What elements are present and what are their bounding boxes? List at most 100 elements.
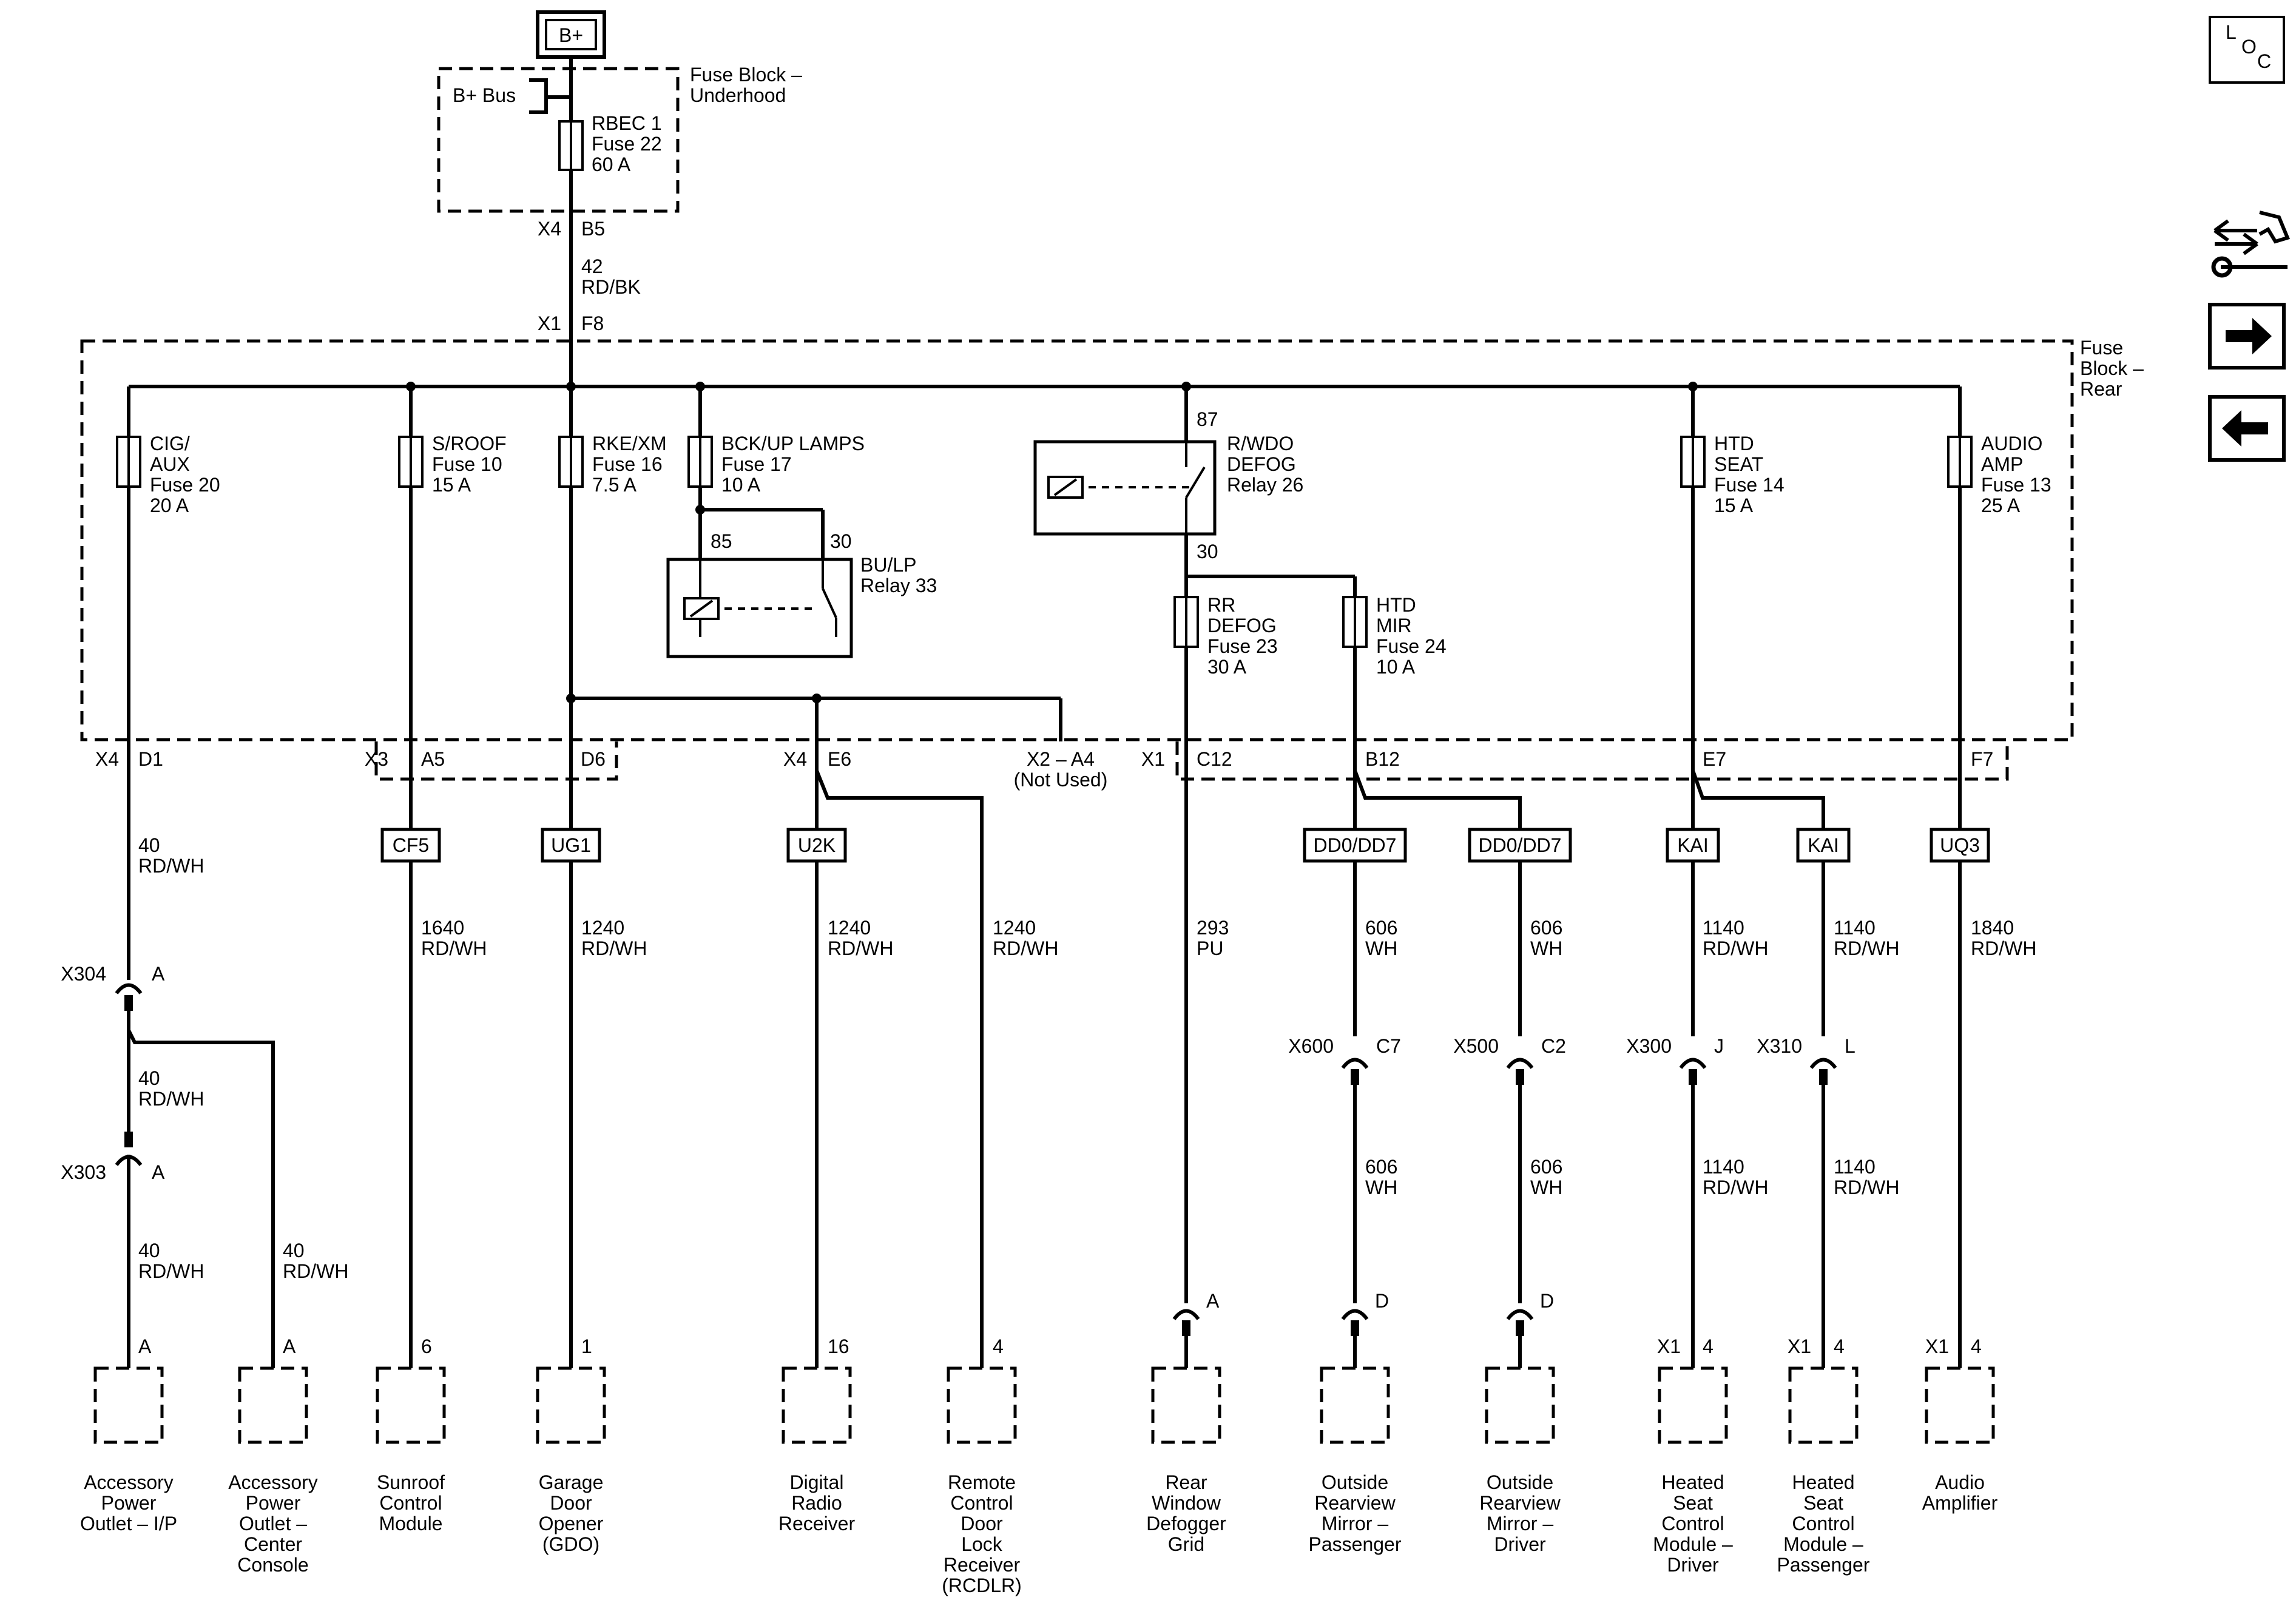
svg-text:16: 16 [828,1335,849,1357]
svg-text:1840: 1840 [1971,917,2014,939]
connector-x303: X303 A [61,1132,165,1183]
svg-text:Fuse 20: Fuse 20 [150,474,220,496]
svg-text:10 A: 10 A [721,474,761,496]
component-heated-seat-passenger: X1 4 Heated Seat Control Module – Passen… [1777,1335,1870,1576]
wire-label: RD/WH [138,1088,204,1110]
svg-text:1: 1 [581,1335,592,1357]
svg-text:4: 4 [1703,1335,1714,1357]
svg-text:X1: X1 [1657,1335,1681,1357]
svg-text:KAI: KAI [1808,834,1839,856]
svg-text:BCK/UP LAMPS: BCK/UP LAMPS [721,433,865,454]
component-mirror-driver: D Outside Rearview Mirror – Driver [1479,1290,1561,1555]
svg-text:Driver: Driver [1667,1554,1719,1576]
svg-text:UQ3: UQ3 [1940,834,1980,856]
svg-text:87: 87 [1197,408,1218,430]
svg-text:Console: Console [237,1554,308,1576]
svg-text:X303: X303 [61,1161,106,1183]
svg-text:1140: 1140 [1834,917,1876,939]
svg-text:Accessory: Accessory [84,1471,174,1493]
option-labels: CF5 UG1 U2K DD0/DD7 DD0/DD7 KAI KAI UQ3 [380,828,1990,863]
svg-text:Rear: Rear [1165,1471,1207,1493]
svg-text:Outside: Outside [1322,1471,1388,1493]
wire-label: 40 [138,834,160,856]
svg-text:Seat: Seat [1803,1492,1843,1514]
svg-text:AUDIO: AUDIO [1981,433,2042,454]
svg-text:AMP: AMP [1981,453,2023,475]
svg-text:Driver: Driver [1494,1533,1546,1555]
svg-text:AUX: AUX [150,453,190,475]
underhood-fuse-block-label: Fuse Block – Underhood [690,64,802,106]
svg-text:D1: D1 [138,748,163,770]
svg-text:Audio: Audio [1935,1471,1985,1493]
svg-text:X300: X300 [1626,1035,1672,1057]
svg-text:Power: Power [246,1492,301,1514]
pin-b5-label: B5 [581,218,605,240]
svg-text:L: L [1845,1035,1855,1057]
component-digital-radio-receiver: 16 Digital Radio Receiver [778,1335,856,1534]
svg-text:X1: X1 [1925,1335,1949,1357]
svg-text:Passenger: Passenger [1309,1533,1402,1555]
svg-text:B+ Bus: B+ Bus [453,84,516,106]
svg-text:X310: X310 [1757,1035,1802,1057]
svg-text:B12: B12 [1365,748,1400,770]
svg-text:Opener: Opener [539,1513,604,1534]
svg-text:10 A: 10 A [1376,656,1416,678]
svg-text:Accessory: Accessory [228,1471,318,1493]
svg-text:1240: 1240 [993,917,1036,939]
svg-text:30 A: 30 A [1207,656,1247,678]
svg-text:RBEC 1: RBEC 1 [592,112,662,134]
svg-text:85: 85 [711,530,732,552]
svg-text:E7: E7 [1703,748,1726,770]
svg-text:25 A: 25 A [1981,495,2021,516]
wire-label: RD/WH [138,1260,204,1282]
svg-text:Relay 26: Relay 26 [1227,474,1303,496]
svg-text:X4: X4 [783,748,807,770]
svg-text:CIG/: CIG/ [150,433,190,454]
svg-text:O: O [2241,36,2257,58]
svg-text:X500: X500 [1453,1035,1499,1057]
svg-text:C2: C2 [1541,1035,1566,1057]
svg-text:Fuse 16: Fuse 16 [592,453,663,475]
rear-fuse-block-label: Fuse Block – Rear [2080,337,2144,400]
svg-text:Rearview: Rearview [1479,1492,1561,1514]
svg-text:WH: WH [1365,1176,1397,1198]
svg-text:(RCDLR): (RCDLR) [942,1575,1022,1596]
wire-label: 40 [283,1240,305,1261]
svg-text:S/ROOF: S/ROOF [432,433,507,454]
svg-text:Fuse 14: Fuse 14 [1714,474,1784,496]
svg-text:Fuse 22: Fuse 22 [592,133,662,155]
battery-source: B+ [536,10,606,59]
svg-text:606: 606 [1365,917,1397,939]
wire-label: 40 [138,1067,160,1089]
svg-text:X2 – A4: X2 – A4 [1027,748,1095,770]
svg-text:DD0/DD7: DD0/DD7 [1314,834,1397,856]
loc-button[interactable]: L O C [2209,16,2285,84]
svg-text:WH: WH [1365,937,1397,959]
svg-text:J: J [1714,1035,1724,1057]
svg-text:Fuse 24: Fuse 24 [1376,635,1447,657]
relay-bu-lp: 85 30 BU/LP Relay 33 [666,530,937,658]
svg-text:U2K: U2K [798,834,836,856]
connector-tools-icon[interactable] [2211,211,2291,278]
svg-text:Rearview: Rearview [1314,1492,1396,1514]
component-heated-seat-driver: X1 4 Heated Seat Control Module – Driver [1653,1335,1733,1576]
svg-text:1240: 1240 [828,917,871,939]
svg-text:Seat: Seat [1673,1492,1713,1514]
wire-label: 40 [138,1240,160,1261]
svg-text:Garage: Garage [539,1471,604,1493]
svg-text:Outlet – I/P: Outlet – I/P [80,1513,177,1534]
svg-text:MIR: MIR [1376,615,1412,636]
svg-text:Rear: Rear [2080,378,2122,400]
svg-text:Control: Control [1661,1513,1724,1534]
svg-text:Receiver: Receiver [778,1513,856,1534]
svg-text:RD/WH: RD/WH [581,937,647,959]
svg-text:(GDO): (GDO) [542,1533,599,1555]
arrow-right-icon[interactable] [2208,303,2286,370]
arrow-left-icon[interactable] [2208,395,2286,462]
connector-x310: X310 L [1757,1035,1855,1085]
relay-r-wdo-defog: 87 30 R/WDO DEFOG Relay 26 [1033,408,1303,562]
svg-text:Center: Center [244,1533,302,1555]
